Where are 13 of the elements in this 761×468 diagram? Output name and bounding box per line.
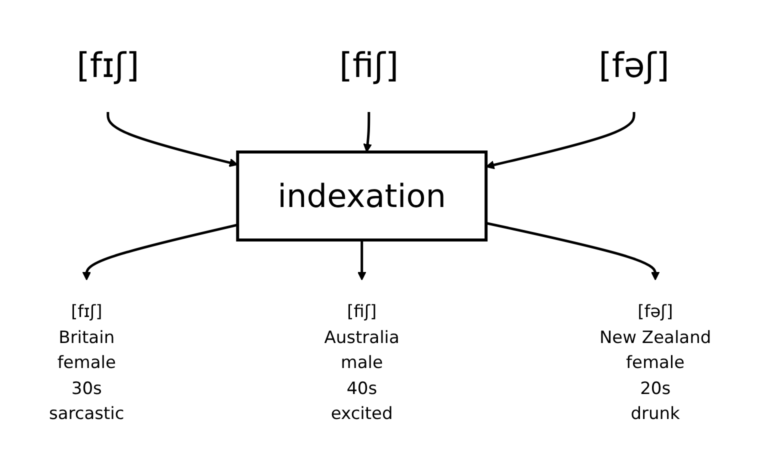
node-box: indexation bbox=[236, 150, 488, 242]
arrow bbox=[358, 240, 367, 280]
arrow bbox=[82, 223, 238, 280]
arrow bbox=[107, 112, 238, 167]
arrow bbox=[364, 112, 372, 152]
node-text: [fiʃ] Australia male 40s excited bbox=[324, 302, 400, 424]
node-text: [fəʃ] New Zealand female 20s drunk bbox=[600, 302, 712, 424]
node-text: [fɪʃ] bbox=[77, 46, 140, 86]
arrow bbox=[486, 222, 660, 280]
node-text: [fəʃ] bbox=[598, 46, 670, 86]
arrow bbox=[486, 112, 636, 169]
node-text: [fɪʃ] Britain female 30s sarcastic bbox=[49, 302, 125, 424]
node-text: [fiʃ] bbox=[340, 46, 399, 86]
